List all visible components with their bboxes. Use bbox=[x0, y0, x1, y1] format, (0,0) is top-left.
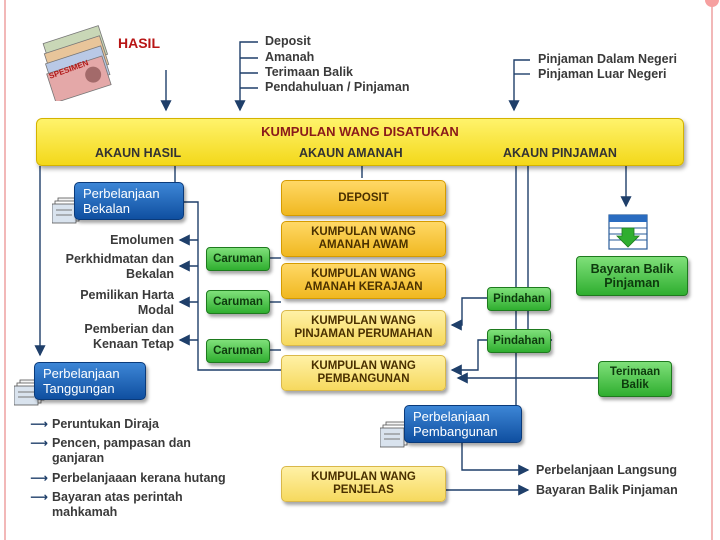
arrow-right-icon: ⟶ bbox=[30, 436, 48, 450]
source-pinjaman-luar-negeri: Pinjaman Luar Negeri bbox=[538, 67, 667, 81]
kumpulan-wang-amanah-awam-box: KUMPULAN WANG AMANAH AWAM bbox=[281, 221, 446, 257]
hasil-label: HASIL bbox=[118, 35, 160, 51]
caruman-label-2: Caruman bbox=[213, 295, 263, 308]
perbelanjaan-pembangunan-box: Perbelanjaan Pembangunan bbox=[404, 405, 522, 443]
bayaran-balik-pinjaman-label: Bayaran Balik Pinjaman bbox=[536, 483, 678, 497]
kumpulan-wang-amanah-kerajaan-box: KUMPULAN WANG AMANAH KERAJAAN bbox=[281, 263, 446, 299]
perbelanjaan-pembangunan-line2: Pembangunan bbox=[413, 424, 498, 439]
ledger-download-icon bbox=[608, 214, 648, 252]
slide-border-right bbox=[711, 0, 713, 540]
source-pinjaman-dalam-negeri: Pinjaman Dalam Negeri bbox=[538, 52, 677, 66]
perbelanjaan-bekalan-line1: Perbelanjaan bbox=[83, 186, 160, 201]
tanggungan-item-1-text: Peruntukan Diraja bbox=[52, 417, 159, 431]
tanggungan-item-2-text-2: ganjaran bbox=[52, 451, 105, 465]
kumpulan-wang-pembangunan-box: KUMPULAN WANG PEMBANGUNAN bbox=[281, 355, 446, 391]
pindahan-box-1: Pindahan bbox=[487, 287, 551, 311]
akaun-amanah-label: AKAUN AMANAH bbox=[299, 146, 403, 160]
perkhidmatan-line1: Perkhidmatan dan bbox=[65, 252, 174, 266]
kwaa-line1: KUMPULAN WANG bbox=[311, 226, 416, 238]
arrow-right-icon: ⟶ bbox=[30, 417, 48, 431]
caruman-box-2: Caruman bbox=[206, 290, 270, 314]
slide-border-left bbox=[4, 0, 6, 540]
akaun-pinjaman-label: AKAUN PINJAMAN bbox=[503, 146, 617, 160]
kwpj-line1: KUMPULAN WANG bbox=[311, 471, 416, 483]
banner-title: KUMPULAN WANG DISATUKAN bbox=[261, 124, 459, 139]
pemberian-line2: Kenaan Tetap bbox=[92, 337, 174, 351]
arrow-right-icon: ⟶ bbox=[30, 471, 48, 485]
kwpj-line2: PENJELAS bbox=[333, 484, 394, 496]
kumpulan-wang-pinjaman-perumahan-box: KUMPULAN WANG PINJAMAN PERUMAHAN bbox=[281, 310, 446, 346]
bayaran-balik-line1: Bayaran Balik bbox=[590, 262, 674, 276]
tanggungan-item-3: ⟶ Perbelanjaaan kerana hutang bbox=[30, 471, 226, 486]
kwp-line2: PEMBANGUNAN bbox=[317, 373, 410, 385]
caruman-box-1: Caruman bbox=[206, 247, 270, 271]
pindahan-label-2: Pindahan bbox=[493, 334, 545, 347]
source-deposit: Deposit bbox=[265, 34, 311, 48]
perbelanjaan-bekalan-line2: Bekalan bbox=[83, 201, 130, 216]
arrow-right-icon: ⟶ bbox=[30, 490, 48, 504]
pemberian-line1: Pemberian dan bbox=[84, 322, 174, 336]
source-terimaan-balik: Terimaan Balik bbox=[265, 65, 354, 79]
tanggungan-item-4: ⟶ Bayaran atas perintah mahkamah bbox=[30, 490, 183, 520]
perbelanjaan-tanggungan-line1: Perbelanjaan bbox=[43, 366, 120, 381]
slide-corner-dot bbox=[705, 0, 719, 7]
bayaran-balik-line2: Pinjaman bbox=[604, 276, 660, 290]
kumpulan-wang-penjelas-box: KUMPULAN WANG PENJELAS bbox=[281, 466, 446, 502]
pemilikan-line2: Modal bbox=[137, 303, 174, 317]
banknotes-icon: SPESIMEN bbox=[40, 15, 118, 104]
kumpulan-wang-disatukan-banner: KUMPULAN WANG DISATUKAN AKAUN HASIL AKAU… bbox=[36, 118, 684, 166]
bayaran-balik-pinjaman-box: Bayaran Balik Pinjaman bbox=[576, 256, 688, 296]
kwak-line2: AMANAH KERAJAAN bbox=[304, 281, 423, 293]
perbelanjaan-tanggungan-line2: Tanggungan bbox=[43, 381, 115, 396]
caruman-box-3: Caruman bbox=[206, 339, 270, 363]
terimaan-balik-box: Terimaan Balik bbox=[598, 361, 672, 397]
tanggungan-item-1: ⟶ Peruntukan Diraja bbox=[30, 417, 159, 432]
caruman-label-1: Caruman bbox=[213, 252, 263, 265]
tanggungan-item-3-text: Perbelanjaaan kerana hutang bbox=[52, 471, 226, 485]
pindahan-box-2: Pindahan bbox=[487, 329, 551, 353]
perbelanjaan-langsung-label: Perbelanjaan Langsung bbox=[536, 463, 678, 477]
kwpp-line1: KUMPULAN WANG bbox=[311, 315, 416, 327]
source-amanah: Amanah bbox=[265, 50, 315, 64]
tanggungan-item-4-text-2: mahkamah bbox=[52, 505, 118, 519]
terimaan-balik-line1: Terimaan bbox=[609, 366, 661, 378]
deposit-label: DEPOSIT bbox=[338, 191, 389, 204]
document-stack-icon bbox=[379, 420, 414, 448]
tanggungan-item-2: ⟶ Pencen, pampasan dan ganjaran bbox=[30, 436, 191, 466]
kwpp-line2: PINJAMAN PERUMAHAN bbox=[294, 328, 433, 340]
perkhidmatan-line2: Bekalan bbox=[126, 267, 174, 281]
perbelanjaan-pembangunan-line1: Perbelanjaan bbox=[413, 409, 490, 424]
akaun-hasil-label: AKAUN HASIL bbox=[95, 146, 182, 160]
terimaan-balik-line2: Balik bbox=[621, 379, 649, 391]
tanggungan-item-4-text-1: Bayaran atas perintah bbox=[52, 490, 183, 504]
pemilikan-line1: Pemilikan Harta bbox=[80, 288, 174, 302]
tanggungan-item-2-text-1: Pencen, pampasan dan bbox=[52, 436, 191, 450]
deposit-box: DEPOSIT bbox=[281, 180, 446, 216]
caruman-label-3: Caruman bbox=[213, 344, 263, 357]
perbelanjaan-tanggungan-box: Perbelanjaan Tanggungan bbox=[34, 362, 146, 400]
source-pendahuluan: Pendahuluan / Pinjaman bbox=[265, 80, 410, 94]
kwp-line1: KUMPULAN WANG bbox=[311, 360, 416, 372]
pindahan-label-1: Pindahan bbox=[493, 292, 545, 305]
kwak-line1: KUMPULAN WANG bbox=[311, 268, 416, 280]
perbelanjaan-bekalan-box: Perbelanjaan Bekalan bbox=[74, 182, 184, 220]
emolumen-label: Emolumen bbox=[110, 233, 174, 247]
kwaa-line2: AMANAH AWAM bbox=[318, 239, 409, 251]
